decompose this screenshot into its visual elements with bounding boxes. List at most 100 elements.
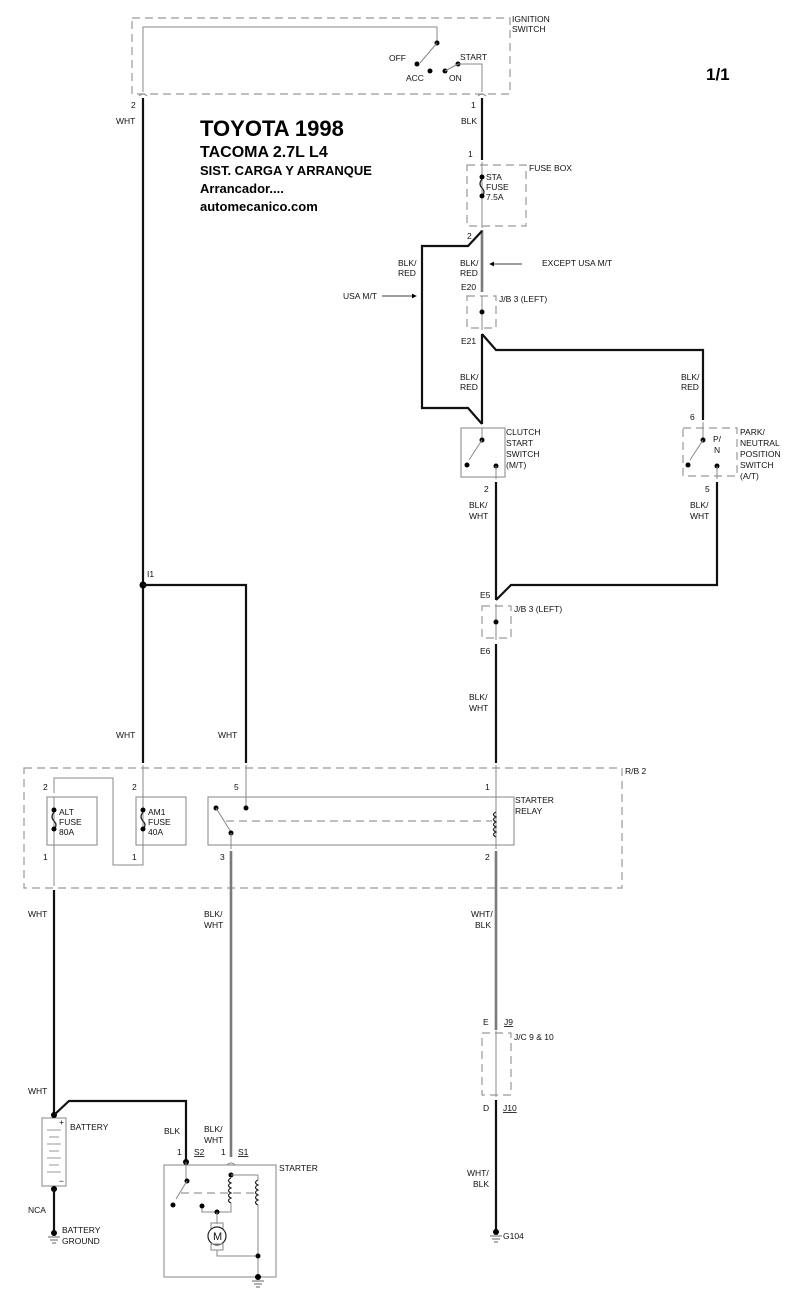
motor-icon	[207, 1226, 227, 1246]
starter-label: STARTER	[279, 1163, 318, 1173]
starter-relay-label-2: RELAY	[515, 806, 543, 816]
wire-label-nca: NCA	[28, 1205, 46, 1215]
jc-label: J/C 9 & 10	[514, 1032, 554, 1042]
battery-plus-icon: +	[59, 1117, 64, 1127]
wire-label-blkwht-starter: BLK/	[204, 909, 223, 919]
am1-fuse-pin-1: 1	[132, 852, 137, 862]
wire-label-blkwht-starter-2: WHT	[204, 920, 223, 930]
fuse-box-label: FUSE BOX	[529, 163, 572, 173]
relay-block-2: R/B 2 ALT FUSE 80A 2 1 AM1 FUSE 40A 2 1	[23, 765, 647, 889]
clutch-switch-label-3: SWITCH	[506, 449, 540, 459]
wire-label-blkwht-s1-2: WHT	[204, 1135, 223, 1145]
am1-fuse-pin-2: 2	[132, 782, 137, 792]
ignition-internal-wire	[142, 26, 438, 92]
ignition-start-link	[444, 63, 459, 72]
jb3-lower-splice	[493, 619, 499, 625]
ignition-switch-arm	[419, 42, 438, 64]
fuse-box: STA FUSE 7.5A FUSE BOX 2	[466, 162, 572, 241]
am1-fuse-label: AM1	[148, 807, 166, 817]
junction-connector-9-10: E J9 J/C 9 & 10 D J10	[481, 1017, 554, 1113]
alt-fuse-pin-2: 2	[43, 782, 48, 792]
am1-fuse-label-2: FUSE	[148, 817, 171, 827]
wire-label-whtblk-ground-2: BLK	[473, 1179, 489, 1189]
fuse-box-pin-1: 1	[468, 149, 473, 159]
wire-label-blkred-usa: BLK/	[398, 258, 417, 268]
relay-pin-3: 3	[220, 852, 225, 862]
jb3-pin-e5: E5	[480, 590, 491, 600]
pn-inner-label: P/	[713, 434, 722, 444]
starter-pin-s2: 1	[177, 1147, 182, 1157]
pn-switch-label-5: (A/T)	[740, 471, 759, 481]
ignition-switch-outline	[131, 17, 511, 95]
wire-blk-battery-to-starter	[53, 1099, 188, 1162]
pn-switch-label-2: NEUTRAL	[740, 438, 780, 448]
title-model: TACOMA 2.7L L4	[200, 144, 328, 161]
clutch-pin-2: 2	[484, 484, 489, 494]
fuse-terminal	[51, 826, 57, 832]
pn-pin-6: 6	[690, 412, 695, 422]
wire-label-blkwht-relay-2: WHT	[469, 703, 488, 713]
junction-block-3-upper: J/B 3 (LEFT) E21	[461, 294, 547, 346]
wire-label-whtblk-2: BLK	[475, 920, 491, 930]
am1-fuse-rating: 40A	[148, 827, 163, 837]
pn-switch-label-4: SWITCH	[740, 460, 774, 470]
starter-relay-outline	[207, 796, 515, 846]
splice-i1-label: I1	[147, 569, 154, 579]
jc-pin-e: E	[483, 1017, 489, 1027]
jc-connector-j9: J9	[504, 1017, 513, 1027]
title-system: SIST. CARGA Y ARRANQUE	[200, 163, 372, 178]
ignition-pin-2: 2	[131, 100, 136, 110]
wire-label-whtblk: WHT/	[471, 909, 493, 919]
jb3-upper-splice	[479, 309, 485, 315]
alt-fuse-pin-1: 1	[43, 852, 48, 862]
starter-pin-s1: 1	[221, 1147, 226, 1157]
ignition-pos-off: OFF	[389, 53, 406, 63]
wire-label-wht-right: WHT	[218, 730, 237, 740]
sta-fuse-icon	[479, 178, 485, 197]
clutch-switch-outline	[460, 427, 506, 478]
pn-contact	[685, 462, 691, 468]
rb2-outline	[23, 767, 623, 889]
wire-label-blk: BLK	[461, 116, 477, 126]
wire-label-blkred: BLK/	[460, 258, 479, 268]
fuse-terminal	[140, 826, 146, 832]
junction-block-3-lower: J/B 3 (LEFT) E6	[480, 604, 562, 656]
wire-label-blkwht-pn: BLK/	[690, 500, 709, 510]
ignition-switch: OFF ACC ON START IGNITION SWITCH 2 1	[131, 14, 550, 110]
relay-pin-5: 5	[234, 782, 239, 792]
jb3-pin-e21: E21	[461, 336, 476, 346]
alt-fuse-icon	[51, 811, 57, 830]
alt-fuse-label: ALT	[59, 807, 74, 817]
ignition-contact-off	[414, 61, 420, 67]
starter-junction	[255, 1253, 261, 1259]
starter-connector-s2: S2	[194, 1147, 205, 1157]
wire-label-blkred-pn: BLK/	[681, 372, 700, 382]
wire-label-blkred-clutch-2: RED	[460, 382, 478, 392]
wire-label-blkred-usa-2: RED	[398, 268, 416, 278]
clutch-switch-label-4: (M/T)	[506, 460, 526, 470]
am1-fuse-icon	[140, 811, 146, 830]
ignition-pos-on: ON	[449, 73, 462, 83]
battery-label: BATTERY	[70, 1122, 109, 1132]
ignition-pos-start: START	[460, 52, 487, 62]
wire-label-blkred-pn-2: RED	[681, 382, 699, 392]
ignition-switch-label-2: SWITCH	[512, 24, 546, 34]
ignition-connector-icon	[138, 93, 487, 97]
jc-pin-d: D	[483, 1103, 489, 1113]
battery-ground-point	[51, 1230, 57, 1236]
fuse-terminal	[51, 807, 57, 813]
starter-switch-arm	[175, 1180, 188, 1200]
park-neutral-switch: P/ N PARK/ NEUTRAL POSITION SWITCH (A/T)…	[682, 412, 781, 494]
relay-coil-icon	[492, 811, 498, 838]
am1-fuse-outline	[135, 796, 187, 846]
wire-label-wht: WHT	[116, 116, 135, 126]
alt-fuse-outline	[46, 796, 98, 846]
wire-blkred-to-pn	[481, 333, 705, 420]
pn-inner-label-2: N	[714, 445, 720, 455]
motor-label: M	[213, 1231, 222, 1243]
ignition-switch-label: IGNITION	[512, 14, 550, 24]
starter-contact	[199, 1203, 205, 1209]
pn-switch-arm	[689, 439, 704, 461]
relay-contact	[243, 805, 249, 811]
